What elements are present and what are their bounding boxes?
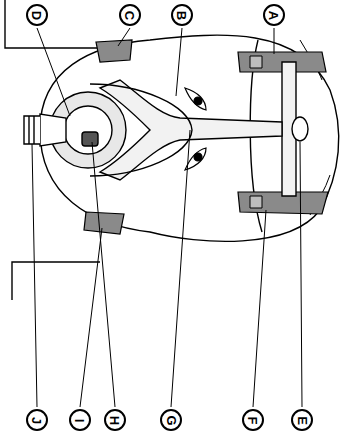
callout-letter: J xyxy=(30,416,43,423)
callout-badge: B xyxy=(171,4,193,26)
mask-frame xyxy=(100,80,282,180)
callout-letter: C xyxy=(123,10,136,19)
callout-letter: F xyxy=(246,416,259,424)
callout-letter: A xyxy=(267,10,280,19)
eye xyxy=(194,153,202,161)
callout-letter: D xyxy=(30,10,43,19)
forehead-pad xyxy=(292,117,308,141)
leader-line xyxy=(171,130,190,407)
leader-line xyxy=(274,28,275,54)
callout-badge: F xyxy=(242,409,264,431)
leader-line xyxy=(32,144,37,407)
callout-badge: D xyxy=(26,4,48,26)
strap-band xyxy=(84,212,124,234)
eye xyxy=(185,88,206,110)
callout-letter: B xyxy=(175,10,188,19)
elbow xyxy=(40,114,66,146)
callout-badge: H xyxy=(104,409,126,431)
leader-line xyxy=(176,28,182,96)
callout-letter: H xyxy=(108,415,121,424)
strap-band xyxy=(96,40,132,62)
callout-badge: C xyxy=(119,4,141,26)
strap-line xyxy=(5,0,110,48)
leader-line xyxy=(92,142,115,407)
callout-letter: G xyxy=(165,415,178,425)
leader-line xyxy=(253,210,266,407)
mask-body xyxy=(64,106,112,154)
callout-badge: I xyxy=(69,409,91,431)
leader-line xyxy=(37,28,70,116)
leader-line xyxy=(118,28,130,46)
callout-badge: E xyxy=(291,409,313,431)
eye xyxy=(194,97,202,105)
leader-line xyxy=(300,142,302,407)
leader-line xyxy=(80,228,102,407)
release-button xyxy=(82,132,98,146)
elbow xyxy=(24,116,40,144)
callout-badge: A xyxy=(263,4,285,26)
callout-badge: J xyxy=(26,409,48,431)
callout-letter: E xyxy=(295,416,308,425)
callout-badge: G xyxy=(160,409,182,431)
callout-letter: I xyxy=(74,418,87,422)
strap-line xyxy=(12,262,100,300)
